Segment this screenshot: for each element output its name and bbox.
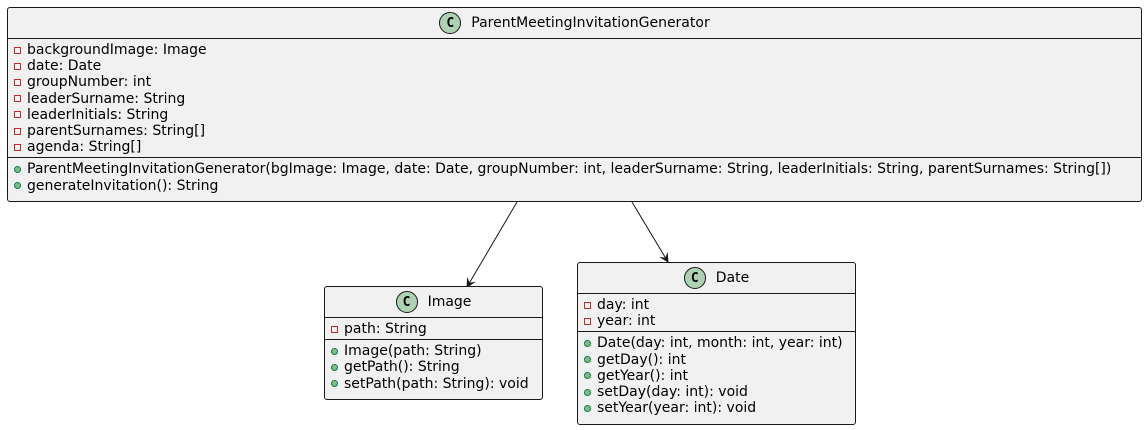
class-c-icon: C bbox=[439, 12, 462, 34]
field-text: path: String bbox=[344, 321, 427, 338]
class-box-image[interactable]: C Image path: String Image(path: String)… bbox=[324, 286, 543, 400]
field-text: day: int bbox=[597, 297, 650, 314]
private-visibility-icon bbox=[14, 78, 21, 86]
field-row: parentSurnames: String[] bbox=[8, 123, 1141, 139]
public-visibility-icon bbox=[331, 380, 338, 388]
private-visibility-icon bbox=[14, 127, 21, 135]
field-row: leaderInitials: String bbox=[8, 107, 1141, 123]
method-row: setPath(path: String): void bbox=[325, 376, 542, 392]
method-row: getDay(): int bbox=[578, 352, 855, 368]
class-c-icon: C bbox=[683, 267, 706, 289]
method-text: getYear(): int bbox=[597, 367, 688, 384]
field-row: year: int bbox=[578, 313, 855, 329]
public-visibility-icon bbox=[14, 165, 21, 173]
private-visibility-icon bbox=[584, 301, 591, 309]
method-row: getYear(): int bbox=[578, 368, 855, 384]
private-visibility-icon bbox=[14, 46, 21, 54]
field-text: leaderSurname: String bbox=[27, 90, 186, 107]
class-header: C Image bbox=[325, 287, 542, 318]
field-text: groupNumber: int bbox=[27, 74, 152, 91]
field-row: agenda: String[] bbox=[8, 139, 1141, 155]
public-visibility-icon bbox=[331, 363, 338, 371]
method-row: setDay(day: int): void bbox=[578, 384, 855, 400]
method-row: Image(path: String) bbox=[325, 343, 542, 359]
method-text: getDay(): int bbox=[597, 351, 686, 368]
method-row: ParentMeetingInvitationGenerator(bgImage… bbox=[8, 161, 1141, 177]
method-text: setDay(day: int): void bbox=[597, 384, 748, 401]
field-row: groupNumber: int bbox=[8, 74, 1141, 90]
fields-section: path: String bbox=[325, 318, 542, 339]
class-name: Image bbox=[427, 294, 472, 310]
public-visibility-icon bbox=[584, 356, 591, 364]
class-name: Date bbox=[715, 270, 750, 286]
method-text: getPath(): String bbox=[344, 359, 460, 376]
private-visibility-icon bbox=[14, 143, 21, 151]
method-row: Date(day: int, month: int, year: int) bbox=[578, 335, 855, 351]
field-row: leaderSurname: String bbox=[8, 91, 1141, 107]
method-text: Date(day: int, month: int, year: int) bbox=[597, 335, 843, 352]
field-text: agenda: String[] bbox=[27, 139, 142, 156]
class-name: ParentMeetingInvitationGenerator bbox=[471, 15, 710, 31]
field-text: parentSurnames: String[] bbox=[27, 123, 206, 140]
private-visibility-icon bbox=[14, 95, 21, 103]
field-text: backgroundImage: Image bbox=[27, 42, 207, 59]
field-row: path: String bbox=[325, 321, 542, 337]
method-text: generateInvitation(): String bbox=[27, 177, 219, 194]
public-visibility-icon bbox=[584, 388, 591, 396]
private-visibility-icon bbox=[584, 317, 591, 325]
method-text: setYear(year: int): void bbox=[597, 400, 757, 417]
arrow-generator-to-image bbox=[466, 201, 518, 288]
private-visibility-icon bbox=[14, 62, 21, 70]
class-box-generator[interactable]: C ParentMeetingInvitationGenerator backg… bbox=[7, 7, 1142, 202]
public-visibility-icon bbox=[331, 347, 338, 355]
field-row: day: int bbox=[578, 297, 855, 313]
field-text: leaderInitials: String bbox=[27, 106, 169, 123]
method-row: getPath(): String bbox=[325, 359, 542, 375]
field-text: year: int bbox=[597, 313, 656, 330]
class-c-icon: C bbox=[395, 291, 418, 313]
method-text: setPath(path: String): void bbox=[344, 375, 529, 392]
method-text: ParentMeetingInvitationGenerator(bgImage… bbox=[27, 161, 1112, 178]
public-visibility-icon bbox=[584, 372, 591, 380]
private-visibility-icon bbox=[331, 325, 338, 333]
methods-section: Date(day: int, month: int, year: int)get… bbox=[578, 331, 855, 418]
method-text: Image(path: String) bbox=[344, 343, 482, 360]
public-visibility-icon bbox=[14, 182, 21, 190]
method-row: setYear(year: int): void bbox=[578, 400, 855, 416]
field-row: date: Date bbox=[8, 58, 1141, 74]
arrow-generator-to-date bbox=[631, 201, 669, 263]
methods-section: ParentMeetingInvitationGenerator(bgImage… bbox=[8, 157, 1141, 195]
method-row: generateInvitation(): String bbox=[8, 178, 1141, 194]
public-visibility-icon bbox=[584, 404, 591, 412]
public-visibility-icon bbox=[584, 339, 591, 347]
class-header: C ParentMeetingInvitationGenerator bbox=[8, 8, 1141, 39]
field-row: backgroundImage: Image bbox=[8, 42, 1141, 58]
private-visibility-icon bbox=[14, 111, 21, 119]
class-header: C Date bbox=[578, 263, 855, 294]
field-text: date: Date bbox=[27, 58, 102, 75]
